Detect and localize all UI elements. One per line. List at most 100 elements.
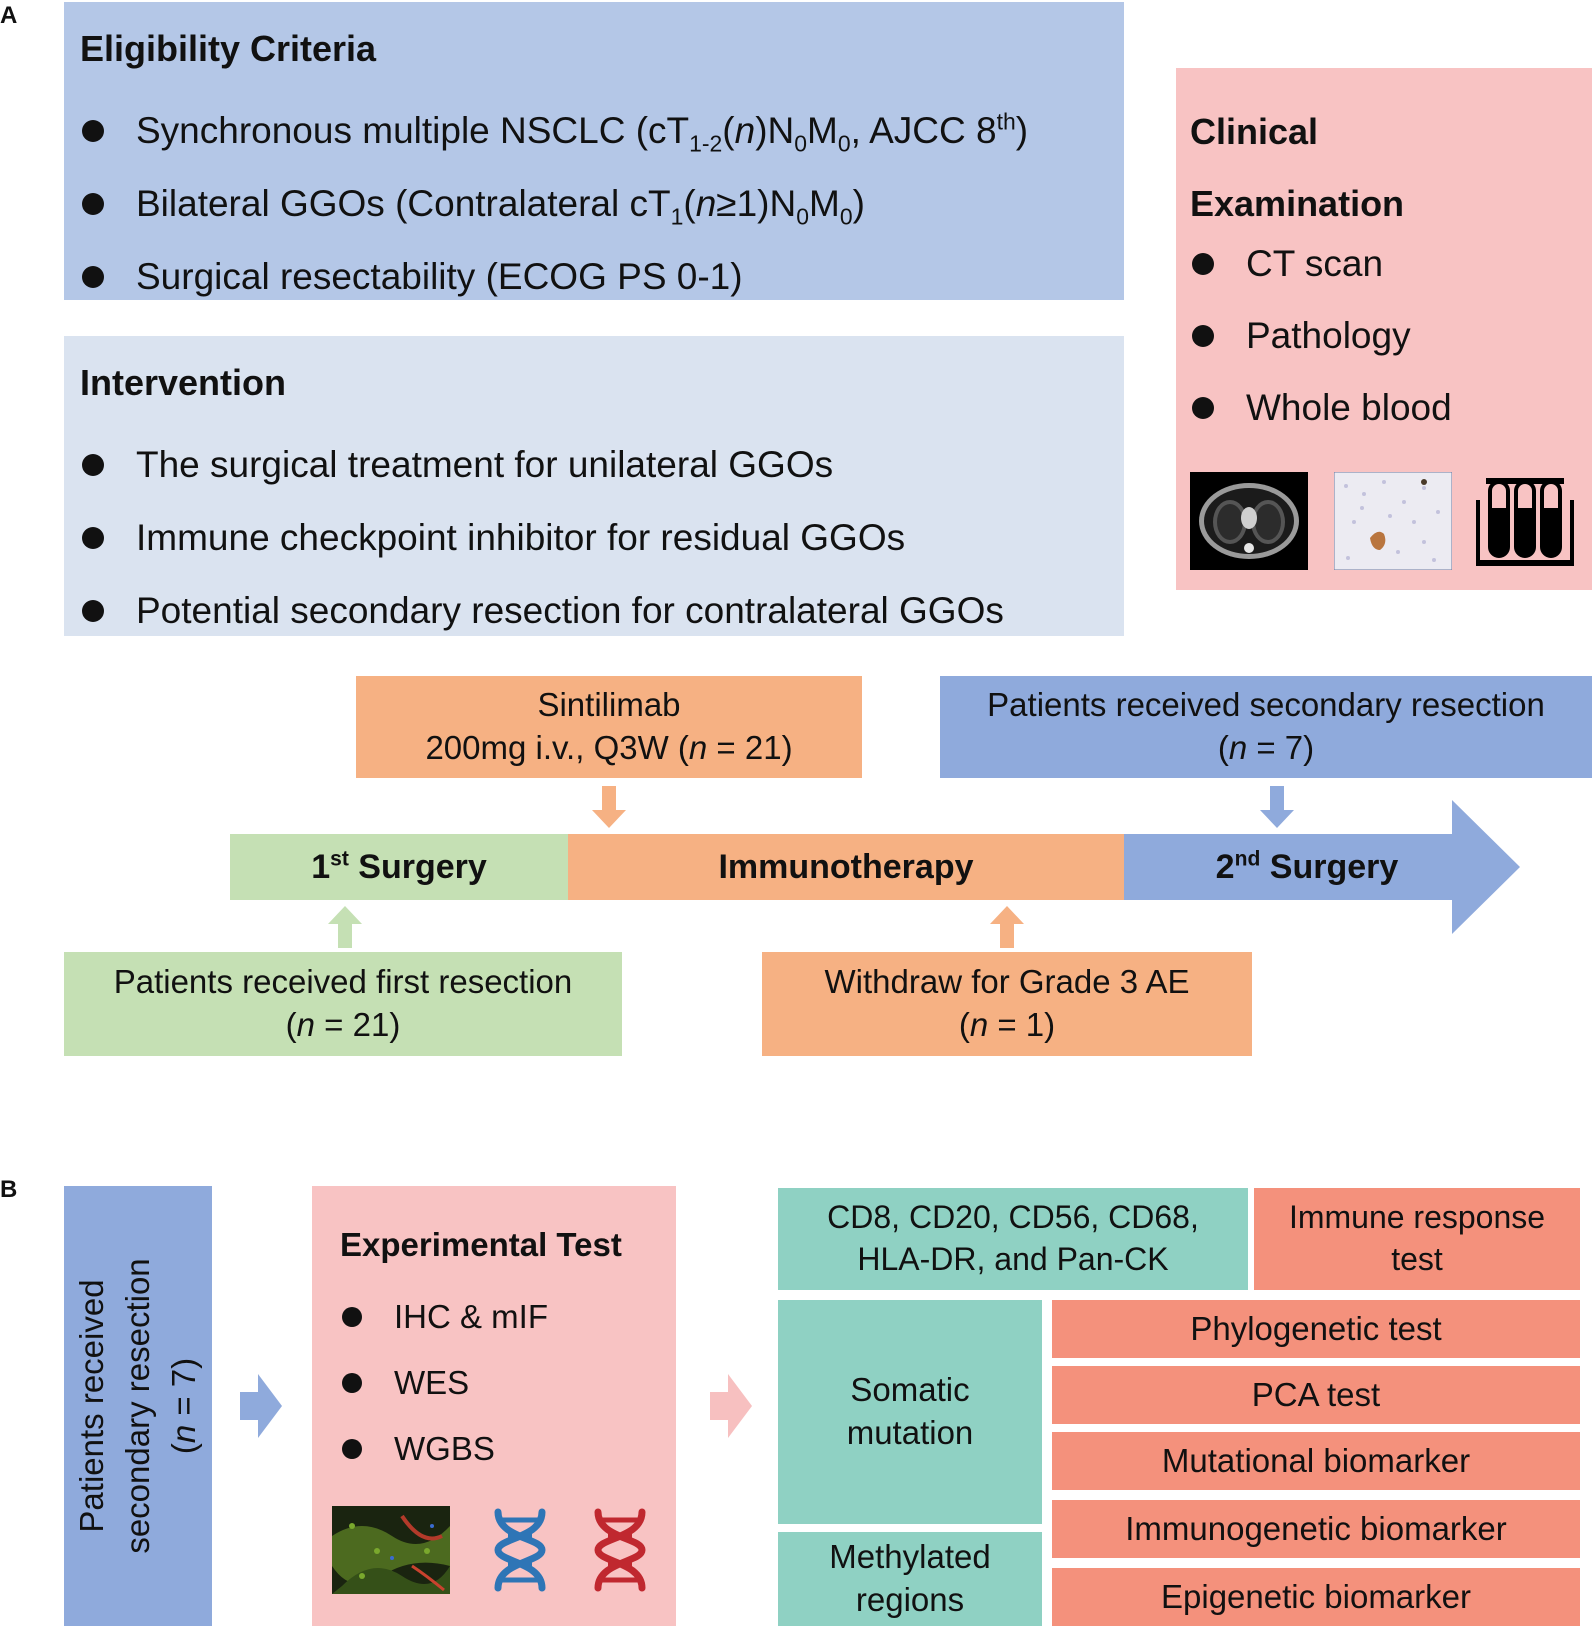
eligibility-item-1-text: Synchronous multiple NSCLC (cT1-2(n)N0M0… (136, 108, 1029, 157)
arrow-right-blue-icon (240, 1374, 282, 1438)
sintilimab-line1: Sintilimab (537, 686, 681, 724)
panel-a-label: A (0, 2, 18, 29)
intervention-title: Intervention (80, 362, 287, 403)
secondary-resection-line1: Patients received secondary resection (987, 686, 1545, 724)
bullet-icon (82, 600, 104, 622)
eligibility-criteria-box: Eligibility Criteria Synchronous multipl… (64, 2, 1124, 300)
methylated-regions-box: Methylated regions (778, 1532, 1042, 1626)
test-mutational-biomarker-text: Mutational biomarker (1161, 1441, 1471, 1479)
test-phylogenetic-text: Phylogenetic test (1190, 1309, 1442, 1347)
clinical-item-blood-text: Whole blood (1246, 387, 1452, 428)
arrow-up-green-icon (328, 906, 362, 948)
bullet-icon (82, 193, 104, 215)
clinical-item-ct-text: CT scan (1246, 243, 1384, 284)
patients-line2: secondary resection (119, 1258, 156, 1554)
intervention-box: Intervention The surgical treatment for … (64, 336, 1124, 636)
clinical-item-blood: Whole blood (1192, 372, 1452, 444)
first-surgery-label: 1st Surgery (311, 847, 487, 886)
eligibility-criteria-list: Synchronous multiple NSCLC (cT1-2(n)N0M0… (82, 94, 1028, 314)
test-epigenetic-biomarker: Epigenetic biomarker (1052, 1568, 1580, 1626)
secondary-resection-line2: (n = 7) (1217, 729, 1315, 766)
clinical-item-pathology-text: Pathology (1246, 315, 1411, 356)
eligibility-item-3-text: Surgical resectability (ECOG PS 0-1) (136, 256, 743, 297)
experimental-item-ihc: IHC & mIF (342, 1284, 548, 1350)
clinical-item-pathology: Pathology (1192, 300, 1452, 372)
bullet-icon (1192, 253, 1214, 275)
bullet-icon (342, 1439, 362, 1459)
experimental-test-list: IHC & mIF WES WGBS (342, 1284, 548, 1482)
timeline-immunotherapy: Immunotherapy (568, 834, 1124, 900)
pathology-image-icon (1334, 472, 1452, 570)
test-immunogenetic-biomarker-text: Immunogenetic biomarker (1125, 1509, 1507, 1547)
markers-text: CD8, CD20, CD56, CD68, HLA-DR, and Pan-C… (827, 1199, 1199, 1277)
immune-response-box: Immune response test (1254, 1188, 1580, 1290)
secondary-resection-box: Patients received secondary resection (n… (940, 676, 1592, 778)
experimental-item-wes: WES (342, 1350, 548, 1416)
sintilimab-box: Sintilimab 200mg i.v., Q3W (n = 21) (356, 676, 862, 778)
blood-tubes-icon (1476, 478, 1574, 566)
experimental-item-wes-text: WES (394, 1364, 470, 1401)
immune-response-text: Immune response test (1288, 1199, 1546, 1277)
experimental-item-wgbs: WGBS (342, 1416, 548, 1482)
test-epigenetic-biomarker-text: Epigenetic biomarker (1161, 1577, 1471, 1615)
withdraw-line1: Withdraw for Grade 3 AE (824, 963, 1190, 1001)
ct-scan-image-icon (1190, 472, 1308, 570)
intervention-item-3: Potential secondary resection for contra… (82, 574, 1004, 648)
eligibility-item-2-text: Bilateral GGOs (Contralateral cT1(n≥1)N0… (136, 183, 865, 230)
first-resection-line1: Patients received first resection (113, 963, 573, 1001)
test-mutational-biomarker: Mutational biomarker (1052, 1432, 1580, 1490)
withdraw-box: Withdraw for Grade 3 AE (n = 1) (762, 952, 1252, 1056)
withdraw-line2: (n = 1) (958, 1006, 1056, 1043)
panel-b-label: B (0, 1176, 18, 1203)
test-pca-text: PCA test (1251, 1375, 1381, 1413)
intervention-item-1-text: The surgical treatment for unilateral GG… (136, 444, 834, 485)
arrow-down-blue-icon (1260, 786, 1294, 828)
test-phylogenetic: Phylogenetic test (1052, 1300, 1580, 1358)
immunotherapy-label: Immunotherapy (718, 847, 974, 886)
arrow-down-orange-icon (592, 786, 626, 828)
bullet-icon (82, 454, 104, 476)
sintilimab-line2: 200mg i.v., Q3W (n = 21) (425, 729, 793, 766)
experimental-item-wgbs-text: WGBS (394, 1430, 495, 1467)
experimental-item-ihc-text: IHC & mIF (394, 1298, 548, 1335)
eligibility-item-3: Surgical resectability (ECOG PS 0-1) (82, 240, 1028, 314)
second-surgery-label: 2nd Surgery (1215, 847, 1399, 886)
clinical-title-line2: Examination (1190, 183, 1405, 224)
timeline-arrow-head-icon (1124, 800, 1520, 934)
intervention-item-1: The surgical treatment for unilateral GG… (82, 428, 1004, 502)
experimental-test-box: Experimental Test IHC & mIF WES WGBS (312, 1186, 676, 1626)
intervention-item-2-text: Immune checkpoint inhibitor for residual… (136, 517, 906, 558)
timeline-second-surgery: 2nd Surgery (1124, 834, 1490, 900)
intervention-item-3-text: Potential secondary resection for contra… (136, 590, 1004, 631)
methylated-regions-text: Methylated regions (829, 1538, 991, 1618)
somatic-mutation-text: Somatic mutation (846, 1371, 974, 1451)
patients-line1: Patients received (73, 1279, 110, 1533)
intervention-item-2: Immune checkpoint inhibitor for residual… (82, 502, 1004, 574)
bullet-icon (1192, 325, 1214, 347)
patients-secondary-box: Patients received secondary resection (n… (64, 1186, 212, 1626)
eligibility-item-1: Synchronous multiple NSCLC (cT1-2(n)N0M0… (82, 94, 1028, 168)
bullet-icon (82, 120, 104, 142)
bullet-icon (1192, 397, 1214, 419)
eligibility-criteria-title: Eligibility Criteria (80, 28, 377, 69)
bullet-icon (342, 1373, 362, 1393)
dna-red-icon (594, 1508, 646, 1592)
dna-blue-icon (494, 1508, 546, 1592)
patients-line3: (n = 7) (165, 1357, 202, 1455)
clinical-examination-box: Clinical Examination CT scan Pathology W… (1176, 68, 1592, 590)
clinical-item-ct: CT scan (1192, 228, 1452, 300)
intervention-list: The surgical treatment for unilateral GG… (82, 428, 1004, 648)
markers-box: CD8, CD20, CD56, CD68, HLA-DR, and Pan-C… (778, 1188, 1248, 1290)
first-resection-line2: (n = 21) (285, 1006, 401, 1043)
eligibility-item-2: Bilateral GGOs (Contralateral cT1(n≥1)N0… (82, 168, 1028, 240)
somatic-mutation-box: Somatic mutation (778, 1300, 1042, 1524)
experimental-test-title: Experimental Test (340, 1226, 622, 1263)
test-immunogenetic-biomarker: Immunogenetic biomarker (1052, 1500, 1580, 1558)
first-resection-box: Patients received first resection (n = 2… (64, 952, 622, 1056)
arrow-right-pink-icon (710, 1374, 752, 1438)
timeline-first-surgery: 1st Surgery (230, 834, 568, 900)
bullet-icon (342, 1307, 362, 1327)
clinical-examination-list: CT scan Pathology Whole blood (1192, 228, 1452, 444)
bullet-icon (82, 266, 104, 288)
patients-secondary-text: Patients received secondary resection (n… (69, 1196, 207, 1616)
